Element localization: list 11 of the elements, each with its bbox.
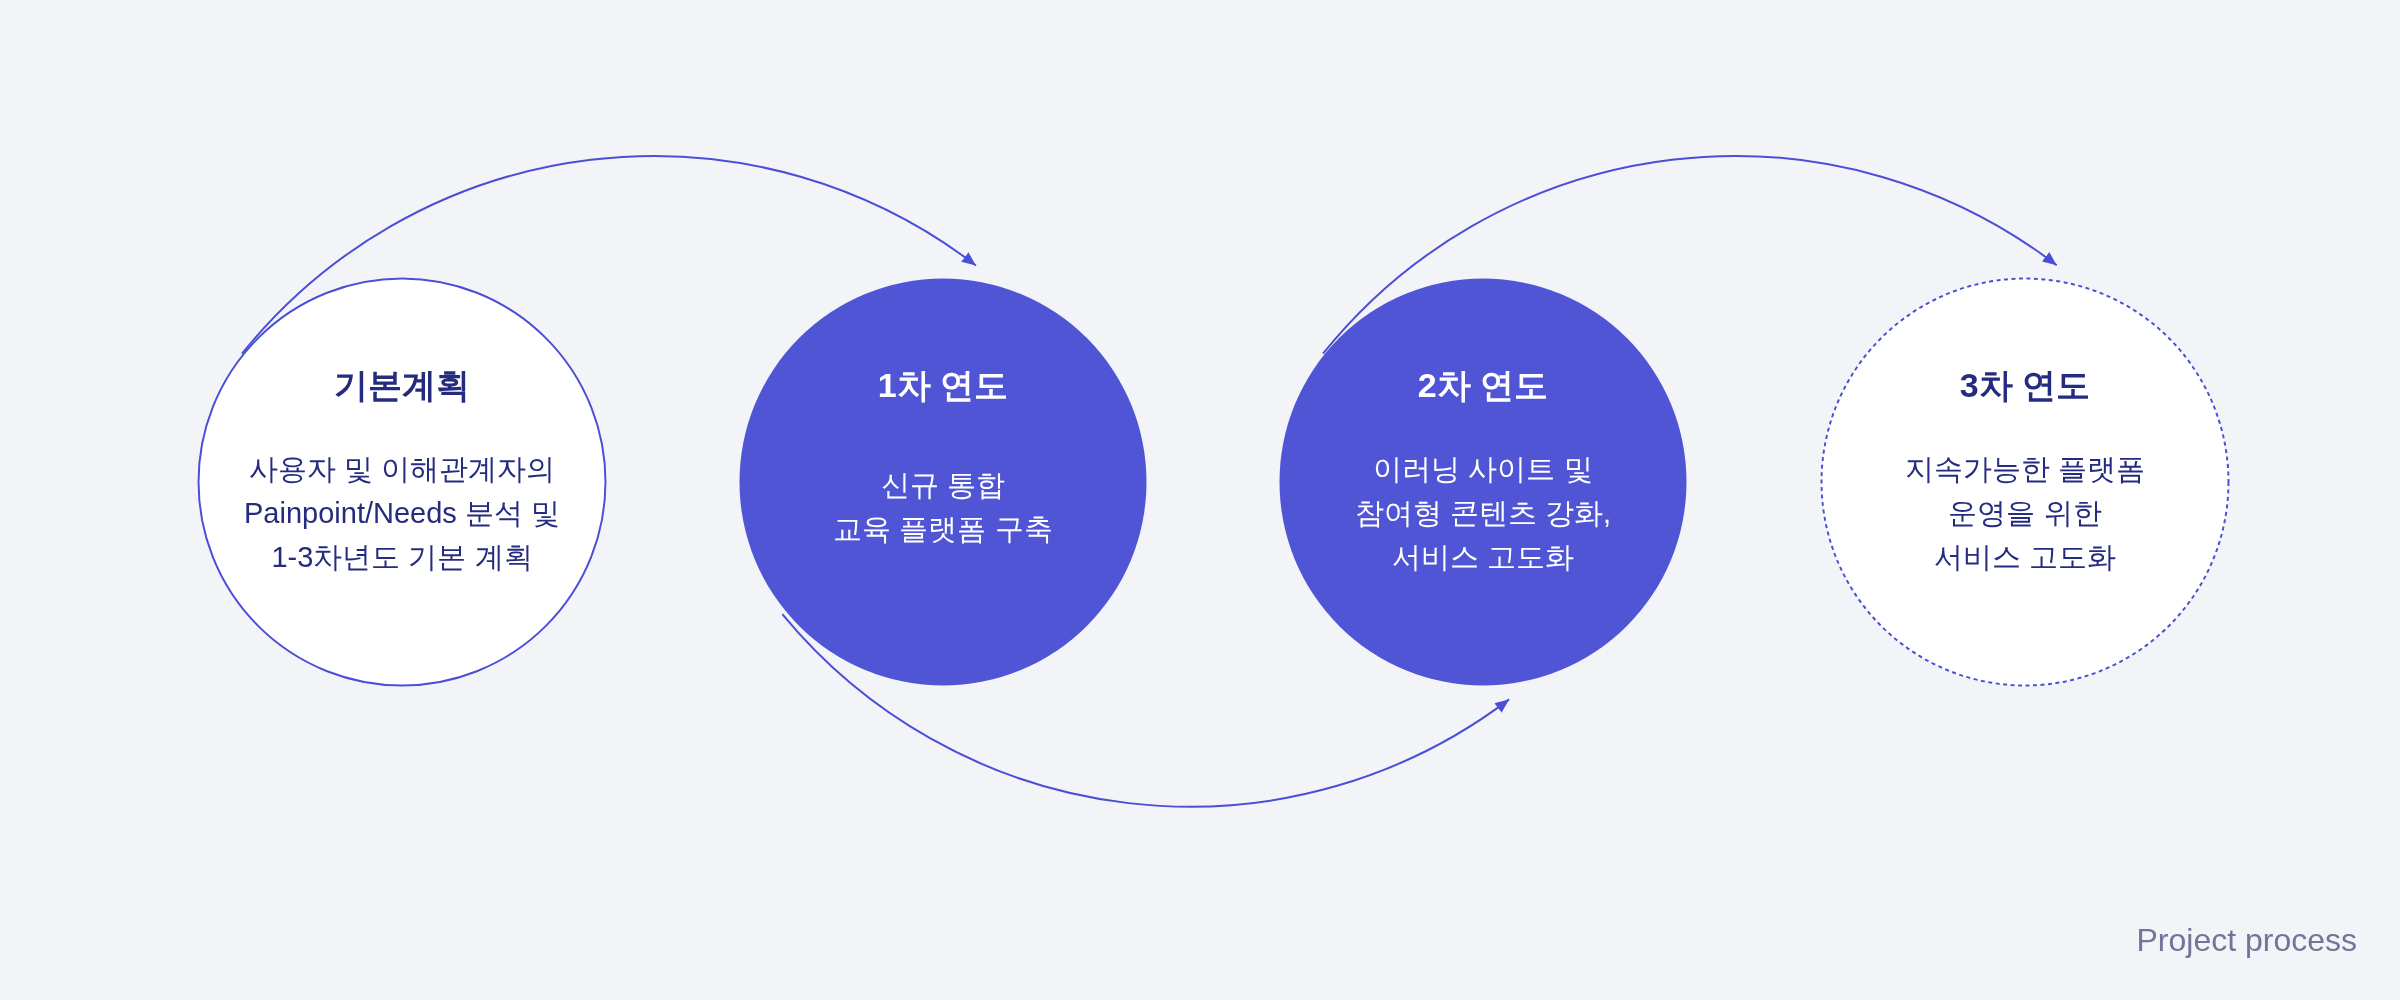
- curved-arrow: [781, 613, 1511, 808]
- caption: Project process: [2136, 921, 2357, 959]
- stage-title: 기본계획: [334, 365, 470, 405]
- curved-arrow: [241, 155, 977, 355]
- stage-description: 이러닝 사이트 및 참여형 콘텐츠 강화, 서비스 고도화: [1354, 452, 1612, 575]
- stage-title: 1차 연도: [877, 365, 1009, 405]
- stage-title: 2차 연도: [1417, 365, 1549, 405]
- stage-description: 사용자 및 이해관계자의 Painpoint/Needs 분석 및 1-3차년도 기본 계획: [244, 452, 560, 575]
- stage-title: 3차 연도: [1959, 365, 2091, 405]
- stage-description: 지속가능한 플랫폼 운영을 위한 서비스 고도화: [1904, 452, 2146, 575]
- stage-description: 신규 통합 교육 플랫폼 구축: [833, 468, 1053, 547]
